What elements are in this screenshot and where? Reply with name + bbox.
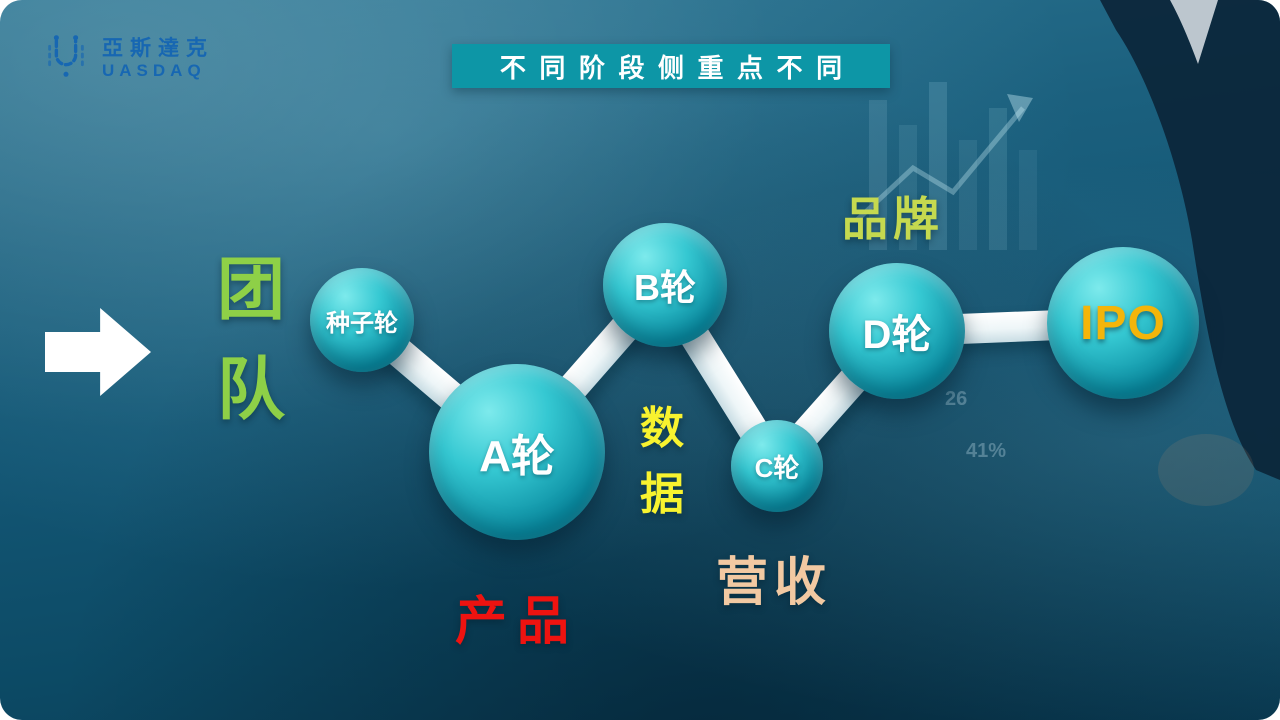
node-round-a: A轮 — [429, 364, 605, 540]
label-team-char: 队 — [216, 352, 285, 428]
chart-bars-decor — [855, 82, 1037, 250]
node-seed-round: 种子轮 — [310, 268, 414, 372]
logo-name-cn: 亞斯達克 — [102, 36, 214, 60]
node-label: A轮 — [479, 432, 555, 481]
node-round-b: B轮 — [603, 223, 727, 347]
right-arrow-shape — [45, 308, 151, 396]
node-label: B轮 — [634, 267, 696, 308]
uasdaq-logo: 亞斯達克 UASDAQ — [40, 30, 214, 87]
node-label: 种子轮 — [326, 309, 398, 337]
label-product: 产品 — [455, 593, 580, 651]
label-data-char: 数 — [640, 404, 684, 453]
label-data: 数 据 — [636, 396, 688, 528]
label-team: 团 队 — [203, 240, 299, 440]
node-label: IPO — [1080, 296, 1166, 350]
person-silhouette — [1080, 0, 1280, 506]
page-title: 不同阶段侧重点不同 — [499, 52, 856, 83]
node-ipo: IPO — [1047, 247, 1199, 399]
faint-chart-value: 41% — [966, 440, 1007, 462]
label-data-char: 据 — [640, 470, 684, 519]
node-round-c: C轮 — [731, 420, 823, 512]
node-round-d: D轮 — [829, 263, 965, 399]
node-label: C轮 — [754, 452, 800, 483]
uasdaq-logo-icon — [40, 30, 92, 87]
title-banner: 不同阶段侧重点不同 — [452, 44, 890, 88]
label-brand: 品牌 — [842, 193, 944, 245]
label-revenue: 营收 — [716, 554, 833, 612]
logo-name-en: UASDAQ — [102, 60, 206, 80]
faint-chart-value: 26 — [945, 388, 968, 410]
node-label: D轮 — [862, 313, 932, 357]
label-team-char: 团 — [216, 252, 285, 328]
